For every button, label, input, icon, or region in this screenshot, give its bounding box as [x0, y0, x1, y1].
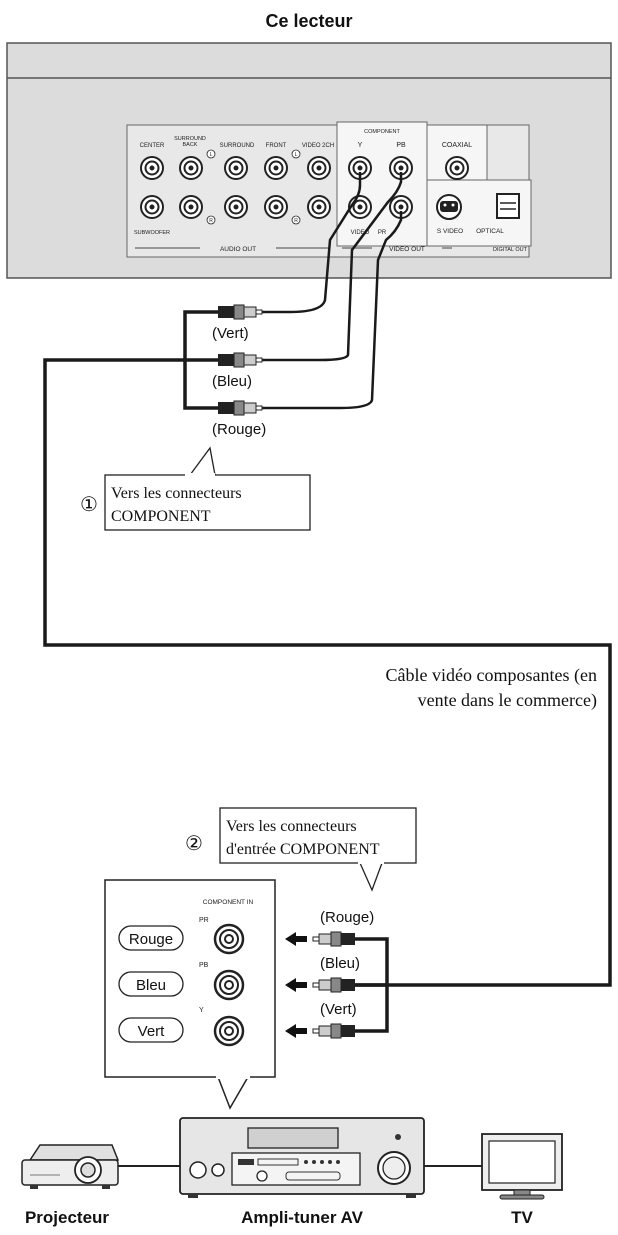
svg-text:R: R	[209, 218, 213, 224]
label-digital-out: DIGITAL OUT	[493, 247, 528, 253]
label-center: CENTER	[140, 143, 165, 149]
jack-front-r	[264, 195, 288, 219]
label-audio-out: AUDIO OUT	[220, 246, 256, 253]
jack-surround-r	[224, 195, 248, 219]
label-y: Y	[358, 142, 363, 149]
plug-bottom-red-label: (Rouge)	[320, 909, 374, 926]
insertion-arrows	[285, 932, 307, 1038]
component-in-jack-y	[213, 1015, 245, 1047]
plug-bottom-green	[312, 1023, 355, 1039]
callout-2-line1: Vers les connecteurs	[226, 818, 357, 835]
projector-label: Projecteur	[25, 1208, 109, 1227]
projector-icon	[21, 1144, 120, 1189]
component-in-panel: COMPONENT IN PR PB Y Rouge Bleu Vert	[104, 879, 276, 1110]
jack-front-l	[264, 156, 288, 180]
label-video-out: VIDEO OUT	[389, 246, 425, 253]
plug-top-red-label: (Rouge)	[212, 421, 266, 438]
label-subwoofer: SUBWOOFER	[134, 230, 170, 236]
amplifier-label: Ampli-tuner AV	[241, 1208, 363, 1227]
optical-port	[496, 193, 520, 219]
label-optical: OPTICAL	[476, 228, 504, 235]
plug-top-red	[218, 400, 263, 416]
jack-coaxial	[445, 156, 469, 180]
arrow-left-icon	[285, 978, 307, 992]
cable-label-line2: vente dans le commerce)	[418, 690, 597, 711]
callout-1: ① Vers les connecteurs COMPONENT	[80, 446, 311, 531]
jack-surround-l	[224, 156, 248, 180]
component-in-pr-label: PR	[199, 917, 209, 924]
plug-group-top	[183, 304, 263, 416]
component-video-cable	[43, 358, 612, 987]
label-video-2ch: VIDEO 2CH	[302, 143, 334, 149]
cable-player-side	[262, 172, 403, 410]
jack-surround-back-r	[179, 195, 203, 219]
tag-bleu-label: Bleu	[136, 977, 166, 994]
component-in-jack-pr	[213, 923, 245, 955]
plug-group-bottom	[312, 931, 389, 1039]
callout-2-number: ②	[185, 833, 203, 855]
label-front: FRONT	[266, 143, 287, 149]
jack-subwoofer	[140, 195, 164, 219]
tv-label: TV	[511, 1208, 533, 1227]
label-pr: PR	[378, 230, 387, 236]
arrow-left-icon	[285, 1024, 307, 1038]
arrow-left-icon	[285, 932, 307, 946]
callout-2-line2: d'entrée COMPONENT	[226, 841, 380, 858]
callout-1-line2: COMPONENT	[111, 508, 211, 525]
channel-markers: L L R R	[206, 149, 301, 225]
jack-surround-back-l	[179, 156, 203, 180]
tag-vert-label: Vert	[138, 1023, 166, 1040]
svg-text:R: R	[294, 218, 298, 224]
amplifier-icon	[179, 1117, 425, 1198]
tag-vert	[118, 1017, 184, 1043]
label-surround: SURROUND	[220, 143, 255, 149]
label-video: VIDEO	[351, 230, 370, 236]
component-in-jack-pb	[213, 969, 245, 1001]
tag-bleu	[118, 971, 184, 997]
jack-video-2ch-r	[307, 195, 331, 219]
plug-bottom-blue-label: (Bleu)	[320, 955, 360, 972]
jack-video-2ch-l	[307, 156, 331, 180]
component-in-title: COMPONENT IN	[203, 899, 254, 906]
callout-1-number: ①	[80, 494, 98, 516]
plug-bottom-blue	[312, 977, 355, 993]
svg-text:L: L	[210, 152, 213, 158]
label-s-video: S VIDEO	[437, 228, 463, 235]
tag-rouge	[118, 925, 184, 951]
component-in-y-label: Y	[199, 1007, 204, 1014]
plug-top-green	[218, 304, 263, 320]
callout-2: ② Vers les connecteurs d'entrée COMPONEN…	[185, 807, 417, 892]
svg-text:L: L	[295, 152, 298, 158]
plug-bottom-red	[312, 931, 355, 947]
cable-label-line1: Câble vidéo composantes (en	[386, 665, 597, 686]
plug-top-blue-label: (Bleu)	[212, 373, 252, 390]
s-video-port	[436, 194, 462, 220]
plug-top-green-label: (Vert)	[212, 325, 249, 342]
plug-bottom-green-label: (Vert)	[320, 1001, 357, 1018]
label-coaxial: COAXIAL	[442, 142, 472, 149]
plug-top-blue	[218, 352, 263, 368]
component-in-pb-label: PB	[199, 962, 209, 969]
label-pb: PB	[396, 142, 406, 149]
player-title: Ce lecteur	[265, 11, 352, 31]
callout-1-line1: Vers les connecteurs	[111, 485, 242, 502]
jack-center	[140, 156, 164, 180]
label-component: COMPONENT	[364, 129, 400, 135]
tv-icon	[481, 1133, 563, 1200]
tag-rouge-label: Rouge	[129, 931, 173, 948]
jack-video	[348, 195, 372, 219]
